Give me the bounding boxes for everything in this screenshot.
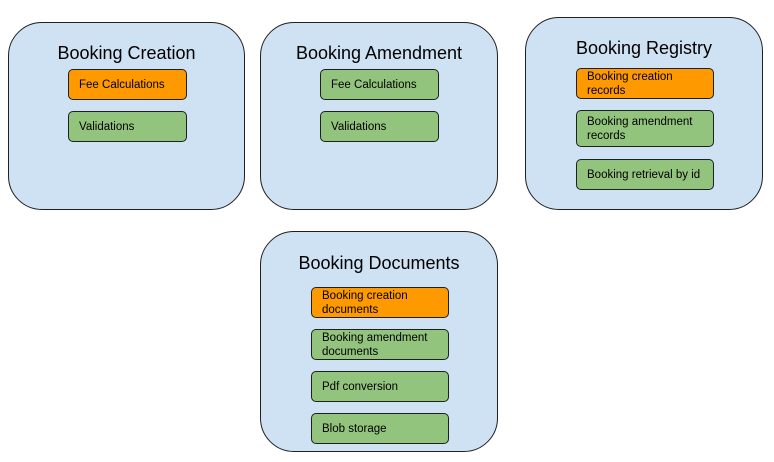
group-booking-registry: Booking Registry Booking creation record… (525, 17, 763, 210)
item-fee-calculations: Fee Calculations (320, 69, 439, 100)
item-validations: Validations (320, 111, 439, 142)
group-booking-amendment: Booking Amendment Fee Calculations Valid… (260, 22, 498, 210)
item-booking-retrieval-by-id: Booking retrieval by id (576, 159, 714, 190)
group-title: Booking Creation (57, 43, 196, 63)
group-title: Booking Amendment (295, 43, 463, 63)
item-booking-creation-documents: Booking creation documents (311, 287, 449, 318)
group-booking-documents: Booking Documents Booking creation docum… (260, 231, 498, 452)
item-booking-amendment-documents: Booking amendment documents (311, 329, 449, 360)
group-title: Booking Documents (298, 253, 460, 273)
item-validations: Validations (68, 111, 187, 142)
item-blob-storage: Blob storage (311, 413, 449, 444)
item-fee-calculations: Fee Calculations (68, 69, 187, 100)
item-booking-amendment-records: Booking amendment records (576, 110, 714, 147)
item-pdf-conversion: Pdf conversion (311, 371, 449, 402)
group-booking-creation: Booking Creation Fee Calculations Valida… (8, 22, 245, 210)
group-title: Booking Registry (575, 38, 713, 58)
item-booking-creation-records: Booking creation records (576, 68, 714, 99)
